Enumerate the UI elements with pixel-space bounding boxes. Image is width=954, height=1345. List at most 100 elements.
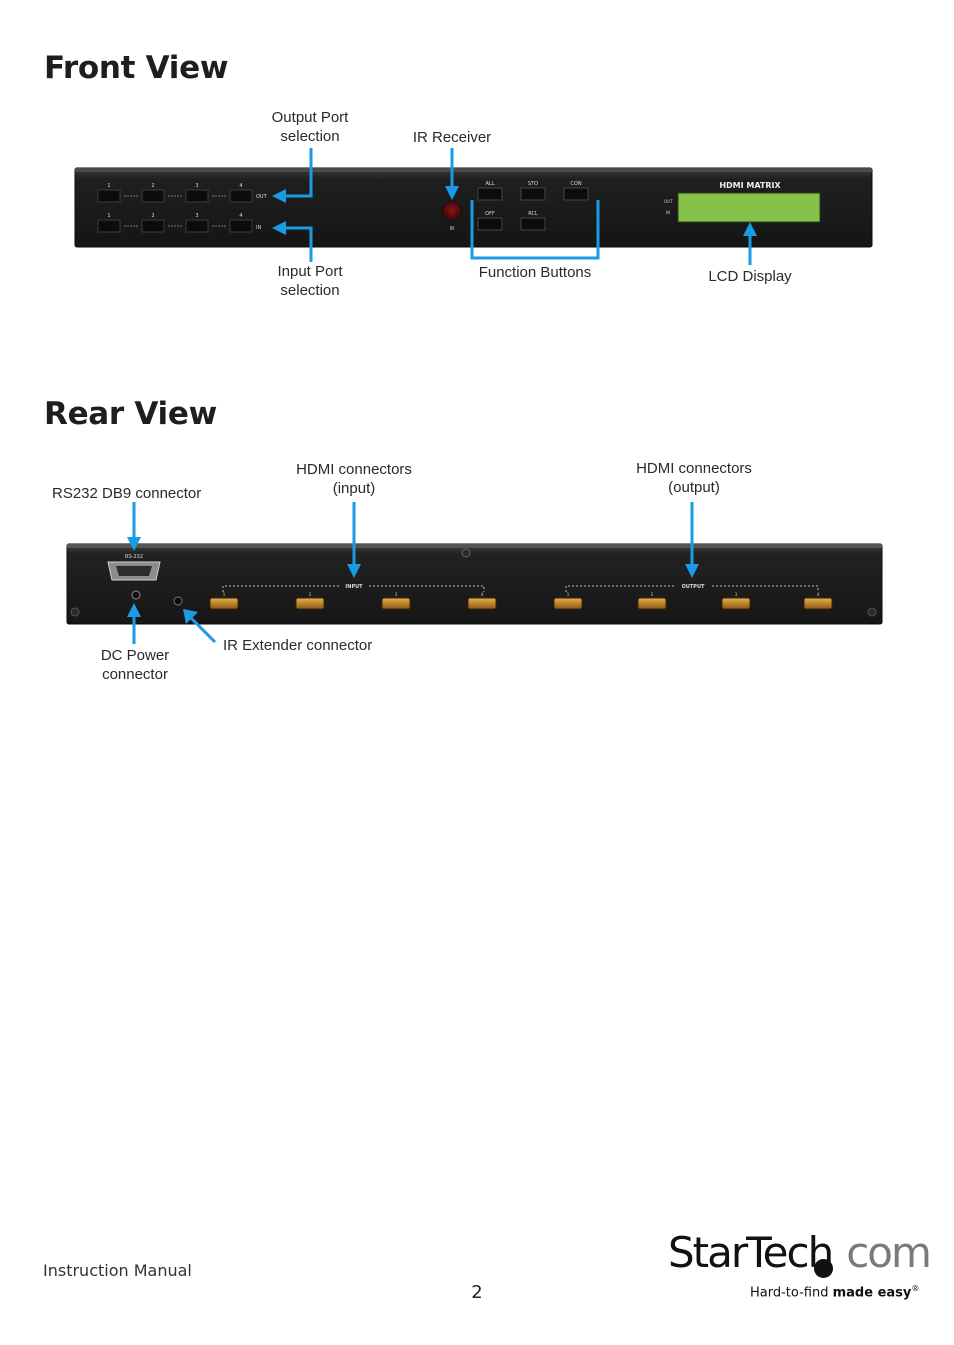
function-buttons: ALL STO CON OFF RCL [477,181,589,231]
logo-dot [814,1259,833,1278]
hdmi-output-port [803,597,833,610]
arrowhead-dc-power [127,603,141,617]
output-port-buttons: 1 2 3 4 OUT [97,183,268,203]
input-port-buttons: 1 2 3 4 IN [97,213,261,233]
front-view-heading: Front View [44,50,229,86]
arrowhead-hdmi-output [685,564,699,578]
front-arrowheads [272,186,757,236]
output-label-bg [676,581,710,589]
callout-lcd-display: LCD Display [708,268,792,285]
bracket-function-buttons [470,200,600,260]
hdmi-input-number: 1 [223,592,226,597]
rear-view-heading: Rear View [44,396,217,432]
input-port-number: 2 [151,213,154,219]
output-port-number: 1 [107,183,110,189]
logo-tag-bold: made easy [832,1285,912,1301]
arrowhead-hdmi-input [347,564,361,578]
output-group-label: OUTPUT [682,584,705,590]
hdmi-output-number: 1 [567,592,570,597]
rear-chassis-rim [67,544,882,548]
logo-com-text: com [846,1228,932,1277]
arrowhead-lcd [743,222,757,236]
output-port-button[interactable] [97,189,121,203]
rear-foot-right [867,607,877,617]
callout-rs232: RS232 DB9 connector [52,485,202,502]
input-port-button[interactable] [185,219,209,233]
arrowhead-rs232 [127,537,141,551]
hdmi-output-number: 3 [735,592,738,597]
callout-ir-receiver: IR Receiver [412,129,492,146]
hdmi-output-port [721,597,751,610]
ir-extender-jack [173,596,183,606]
page-number: 2 [471,1282,483,1303]
rear-foot-left [70,607,80,617]
arrowhead-ir [445,186,459,200]
function-button-sto[interactable] [520,187,546,201]
output-port-button[interactable] [185,189,209,203]
callout-dc-power-line2: connector [102,666,168,683]
output-port-button[interactable] [141,189,165,203]
callout-input-port: Input Port selection [262,262,358,300]
callout-hdmi-input-line1: HDMI connectors [296,461,412,478]
hdmi-input-port [467,597,497,610]
lcd-side-out: OUT [664,199,673,204]
arrowhead-input [272,221,286,235]
input-port-button[interactable] [97,219,121,233]
function-button-rcl[interactable] [520,217,546,231]
callout-hdmi-output: HDMI connectors (output) [620,459,768,497]
hdmi-output-port [637,597,667,610]
function-button-all[interactable] [477,187,503,201]
output-port-number: 4 [239,183,242,189]
lcd-title: HDMI MATRIX [719,181,781,190]
in-label: IN [256,225,261,231]
logo-tagline: Hard-to-find made easy® [750,1284,919,1300]
logo-tag-regular: Hard-to-find [750,1285,833,1301]
lcd-side-in: IN [666,210,670,215]
rs232-db9-inner [116,566,152,576]
ir-label: IR [450,226,455,232]
front-arrows [284,148,752,265]
function-button-off[interactable] [477,217,503,231]
callout-dc-power-line1: DC Power [100,647,170,664]
arrowhead-output [272,189,286,203]
rear-panel-illustration: RS-232 INPUT 1 2 3 4 OUTPUT 1 2 3 4 [66,502,883,644]
arrow-input-port [284,226,313,262]
output-port-number: 2 [151,183,154,189]
input-port-number: 3 [195,213,198,219]
front-chassis-rim [75,168,872,172]
callout-output-port-line2: selection [280,128,340,145]
function-button-label: ALL [486,181,495,187]
callout-input-port-line2: selection [280,282,340,299]
callout-hdmi-output-line2: (output) [668,479,720,496]
callout-output-port: Output Port selection [262,108,358,146]
input-label-bg [340,581,368,589]
logo-main-text: StarTech [668,1228,834,1277]
callout-output-port-line1: Output Port [271,109,349,126]
input-port-number: 4 [239,213,242,219]
hdmi-input-port [381,597,411,610]
hdmi-input-number: 4 [481,592,484,597]
hdmi-input-number: 3 [395,592,398,597]
callout-function-buttons: Function Buttons [478,264,592,281]
rear-arrows [132,502,694,644]
arrow-ir-extender [188,615,217,644]
function-button-con[interactable] [563,187,589,201]
function-button-label: STO [528,181,538,187]
rear-screw [461,548,471,558]
hdmi-input-port [295,597,325,610]
lcd-screen [677,192,821,223]
ir-receiver-window [441,200,463,222]
function-button-label: RCL [528,211,538,217]
output-port-button[interactable] [229,189,253,203]
rear-arrowheads [127,537,699,624]
input-port-button[interactable] [229,219,253,233]
front-panel-illustration: 1 2 3 4 OUT 1 2 3 4 IN IR ALL STO CON OF… [74,148,873,265]
hdmi-output-number: 2 [651,592,654,597]
arrow-output-port [284,148,313,198]
input-port-button[interactable] [141,219,165,233]
callout-dc-power: DC Power connector [88,646,182,684]
callout-input-port-line1: Input Port [277,263,343,280]
hdmi-input-number: 2 [309,592,312,597]
